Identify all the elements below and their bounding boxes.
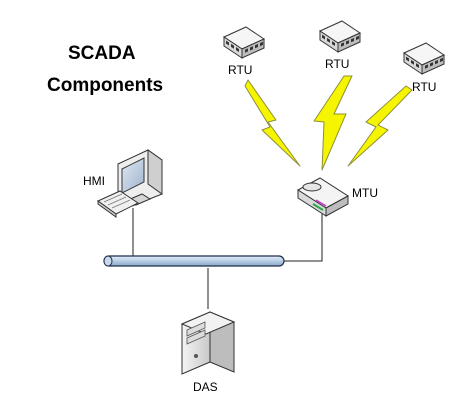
server-tower-icon <box>180 311 236 375</box>
network-switch-icon <box>223 26 265 59</box>
network-switch-icon <box>319 20 361 53</box>
network-router-icon <box>297 177 349 217</box>
lightning-bolt-icon <box>347 85 413 167</box>
diagram-title-line1: SCADA <box>68 43 136 64</box>
rtu-label-2: RTU <box>325 57 349 71</box>
wired-connections <box>132 208 323 309</box>
rtu-device-2: RTU <box>319 20 361 71</box>
workstation-computer-icon <box>97 149 163 218</box>
das-label: DAS <box>193 380 218 394</box>
network-bus-icon <box>103 255 285 267</box>
hmi-label: HMI <box>83 174 105 188</box>
lightning-bolt-icon <box>244 79 301 167</box>
mtu-to-bus-wire <box>282 210 323 262</box>
hmi-device: HMI <box>83 149 163 218</box>
rtu-label-1: RTU <box>228 63 252 77</box>
mtu-device: MTU <box>297 177 378 217</box>
network-bus <box>103 255 285 267</box>
lightning-bolt-icon <box>313 75 353 171</box>
mtu-label: MTU <box>352 186 378 200</box>
network-switch-icon <box>403 42 445 75</box>
diagram-title-line2: Components <box>47 75 163 96</box>
rtu-device-1: RTU <box>223 26 265 77</box>
rtu-label-3: RTU <box>412 80 436 94</box>
das-device: DAS <box>180 311 236 394</box>
wireless-links <box>244 75 413 171</box>
rtu-device-3: RTU <box>403 42 445 94</box>
